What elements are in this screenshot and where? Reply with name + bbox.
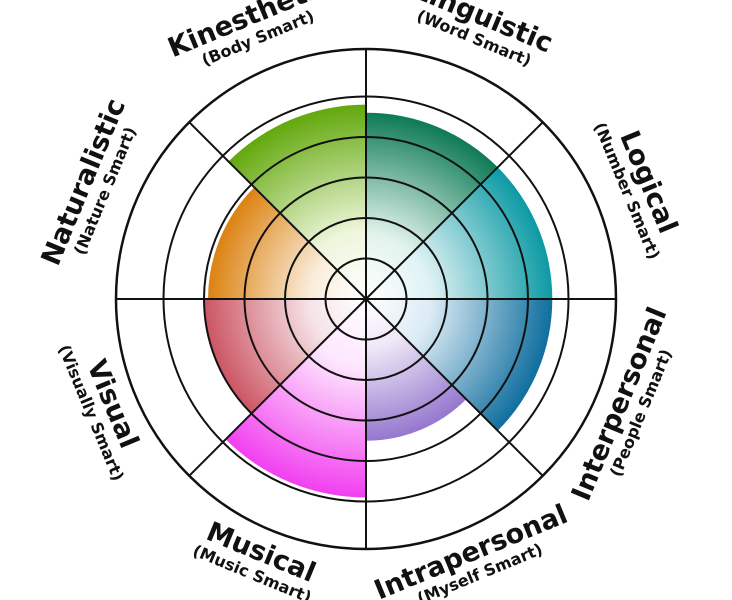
- category-label-logical: Logical(Number Smart): [590, 120, 683, 263]
- spoke-3: [365, 298, 544, 477]
- wedge-interpersonal: [366, 299, 553, 431]
- category-label-interpersonal: Interpersonal(People Smart): [566, 303, 676, 505]
- wedge-logical: [366, 167, 553, 299]
- category-label-naturalistic: Naturalistic(Nature Smart): [36, 94, 140, 270]
- category-label-musical: Musical(Music Smart): [190, 516, 320, 600]
- category-label-kinesthetic: Kinesthetic(Body Smart): [164, 0, 335, 70]
- wedge-visual: [204, 299, 366, 414]
- category-label-intrapersonal: Intrapersonal(Myself Smart): [370, 499, 572, 600]
- wedge-linguistic: [366, 112, 498, 299]
- wedge-kinesthetic: [228, 104, 366, 299]
- wedge-intrapersonal: [366, 299, 467, 441]
- spoke-5: [188, 298, 367, 477]
- spoke-1: [365, 121, 544, 300]
- spoke-7: [188, 121, 367, 300]
- category-label-linguistic: Linguistic(Word Smart): [409, 0, 557, 70]
